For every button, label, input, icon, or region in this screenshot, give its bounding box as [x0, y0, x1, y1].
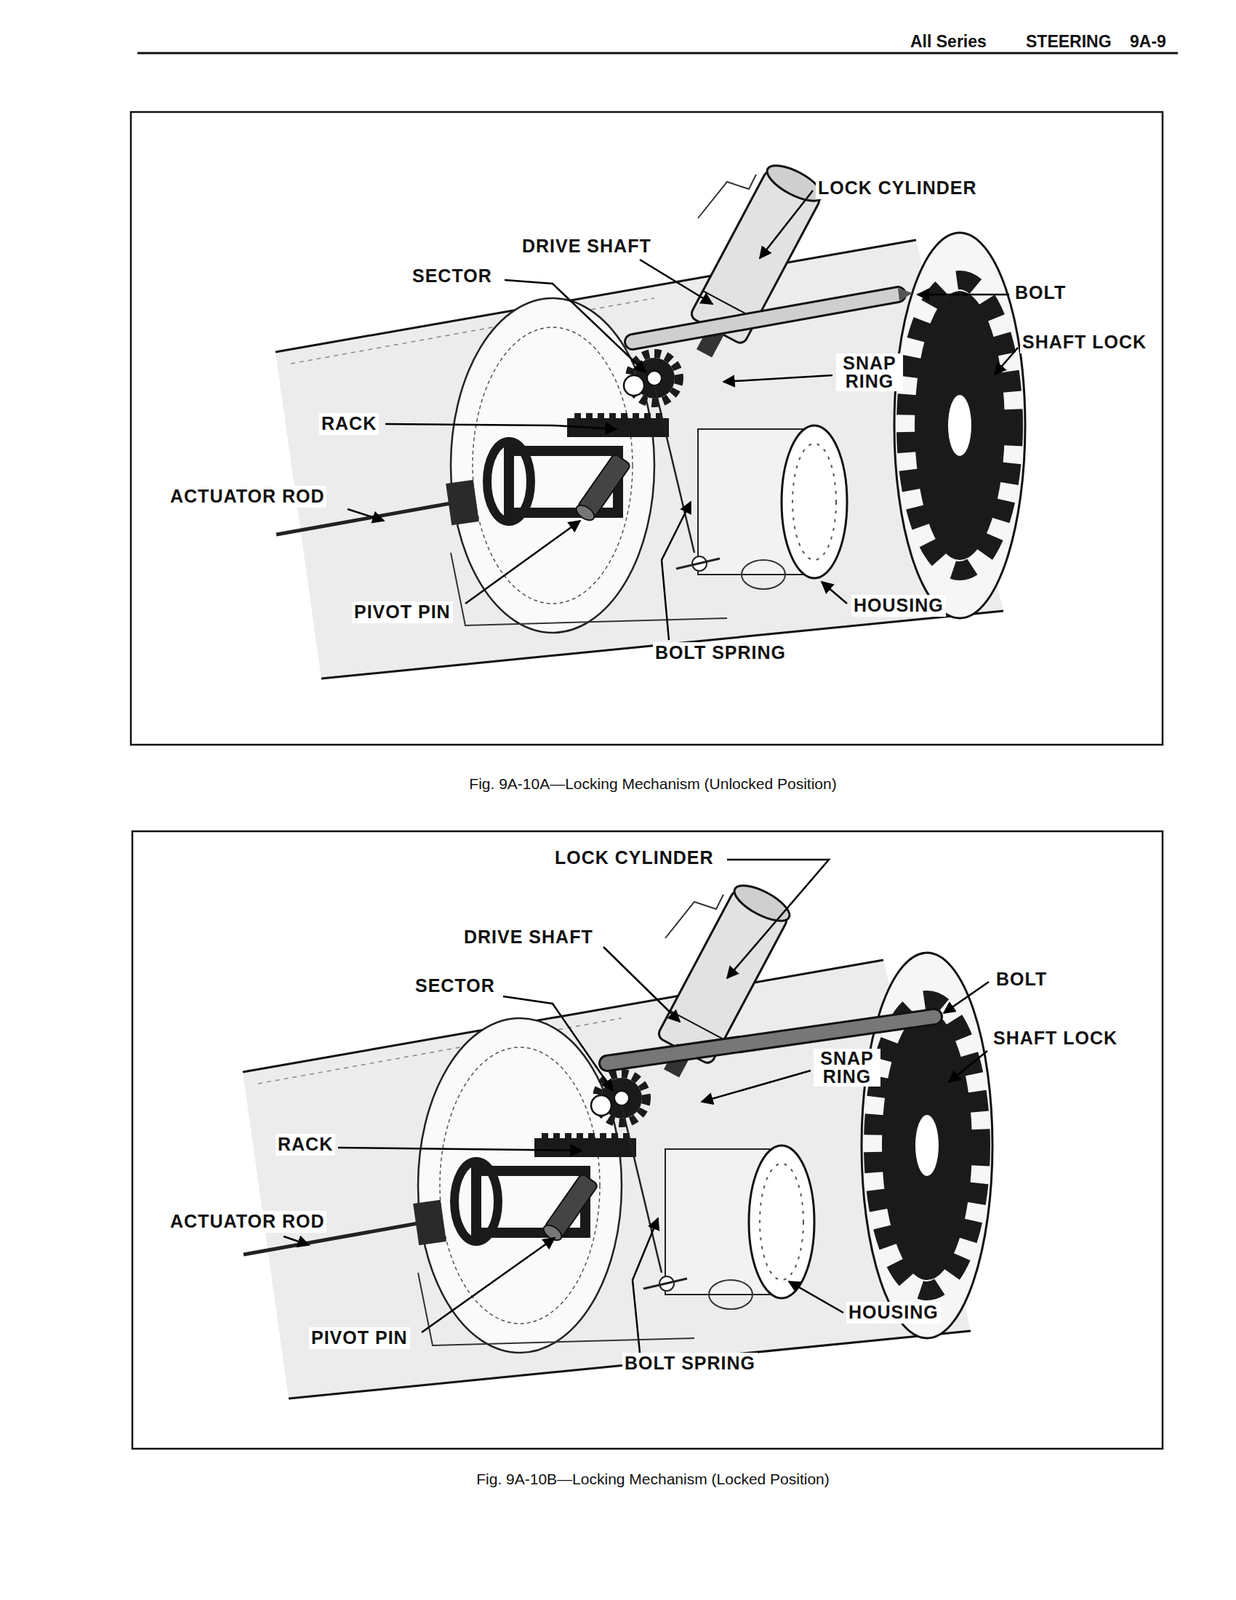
part-label: SECTOR [410, 265, 495, 288]
part-label: HOUSING [846, 1301, 941, 1324]
mechanism-unlocked [275, 158, 1026, 679]
part-label: SHAFT LOCK [990, 1027, 1120, 1050]
part-label: SNAP RING [813, 1048, 881, 1087]
part-label: BOLT [1012, 282, 1069, 304]
part-label: LOCK CYLINDER [815, 177, 980, 200]
figure-caption: Fig. 9A-10B—Locking Mechanism (Locked Po… [476, 1470, 830, 1487]
part-label: PIVOT PIN [309, 1326, 411, 1349]
part-label: ACTUATOR ROD [167, 1210, 327, 1233]
header-rule [137, 52, 1178, 55]
figure-frame [130, 111, 1163, 745]
mechanism-locked [242, 878, 993, 1399]
part-label: RACK [275, 1133, 336, 1156]
bolt-retracted [632, 287, 913, 342]
part-label: BOLT SPRING [622, 1352, 758, 1375]
part-label: ACTUATOR ROD [167, 485, 327, 508]
part-label: SNAP RING [836, 353, 904, 392]
header-text: STEERING [1025, 32, 1112, 51]
part-label: BOLT [993, 968, 1050, 991]
part-label: SHAFT LOCK [1020, 331, 1149, 354]
header-text: 9A-9 [1129, 32, 1167, 51]
part-label: HOUSING [851, 594, 946, 617]
leader-lines [347, 190, 1018, 640]
part-label: DRIVE SHAFT [461, 926, 596, 949]
part-label: BOLT SPRING [652, 641, 789, 664]
figure-caption: Fig. 9A-10A—Locking Mechanism (Unlocked … [468, 775, 837, 792]
part-label: LOCK CYLINDER [552, 847, 717, 869]
header-text: All Series [910, 32, 987, 51]
part-label: RACK [319, 412, 379, 435]
part-label: SECTOR [412, 974, 498, 997]
figure-frame [132, 831, 1163, 1449]
leader-lines [283, 859, 989, 1353]
part-label: DRIVE SHAFT [519, 235, 654, 258]
bolt-extended [607, 1016, 935, 1063]
part-label: PIVOT PIN [351, 601, 453, 624]
